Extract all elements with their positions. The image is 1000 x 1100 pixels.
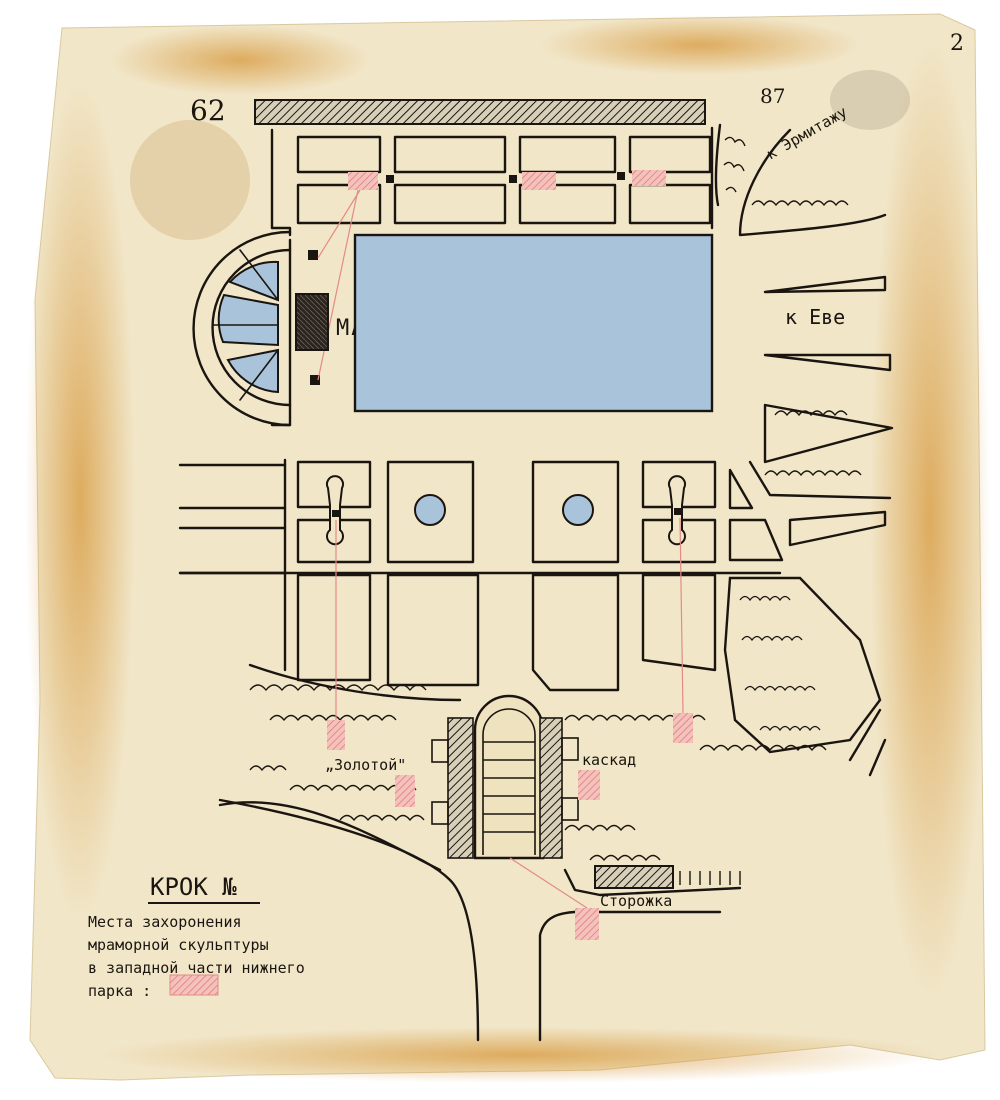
map-title: КРОК №	[150, 873, 237, 901]
label-lodge: Сторожка	[600, 892, 672, 910]
east-edge-path	[848, 708, 887, 777]
golden-cascade	[431, 694, 579, 860]
north-wall	[254, 99, 706, 125]
east-paths	[710, 123, 894, 547]
page-number-right: 87	[760, 84, 785, 108]
page-number-left: 62	[190, 94, 226, 127]
label-golden: „Золотой"	[325, 756, 406, 774]
water-stains	[25, 15, 990, 1083]
upper-garden-grid	[270, 128, 712, 427]
burial-sites	[327, 517, 693, 940]
legend-line-4: парка :	[88, 982, 151, 1000]
hermitage-shrubs	[723, 136, 862, 477]
east-grove-shrubs	[739, 595, 821, 732]
marly-palace	[295, 293, 329, 351]
lodge-building	[594, 865, 674, 889]
east-grove	[723, 576, 882, 754]
marly-pond	[353, 233, 714, 413]
legend-swatch-burial	[169, 974, 219, 996]
legend-line-2: мраморной скульптуры	[88, 936, 269, 954]
label-to-eve: к Еве	[785, 305, 845, 329]
label-cascade: каскад	[582, 751, 636, 769]
statue-markers-top	[308, 172, 625, 385]
legend-line-3: в западной части нижнего	[88, 959, 305, 977]
fountains	[326, 475, 686, 546]
middle-garden	[178, 458, 784, 702]
semicircle-parterre	[192, 230, 292, 427]
cascade-shrubs	[249, 684, 827, 885]
page-number-corner: 2	[950, 31, 964, 56]
legend-line-1: Места захоронения	[88, 913, 242, 931]
